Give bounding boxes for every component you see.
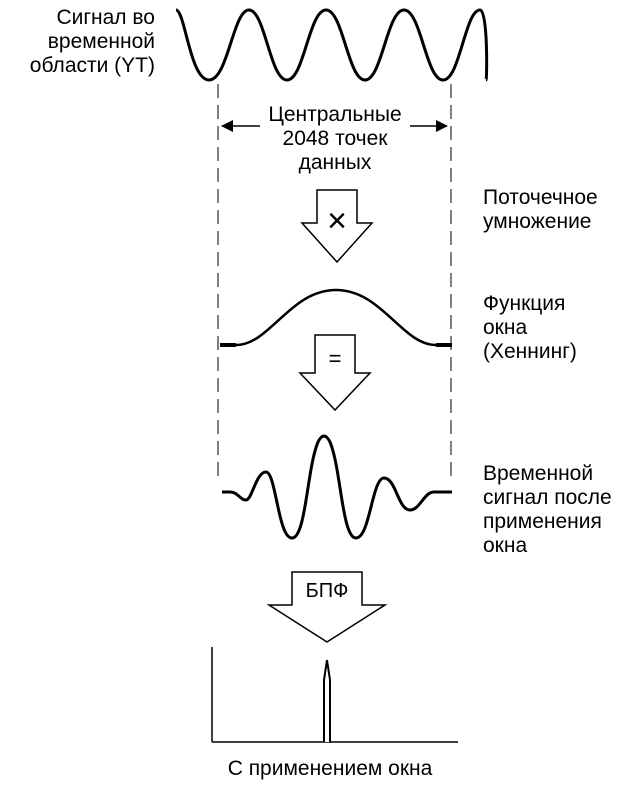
window-function-line-2: окна (483, 316, 528, 339)
input-signal-label: Сигнал во временной области (YT) (30, 6, 155, 78)
fft-label: БПФ (306, 580, 349, 602)
span-arrowhead-right (436, 120, 448, 132)
input-signal-line-1: Сигнал во (56, 6, 155, 29)
pointwise-line-2: умножение (483, 210, 592, 233)
windowed-signal-line-1: Временной (483, 462, 594, 485)
fft-arrow (266, 571, 388, 643)
center-points-line-1: Центральные (268, 103, 402, 126)
windowed-signal-waveform (222, 434, 452, 540)
equals-symbol: = (329, 346, 342, 371)
pointwise-line-1: Поточечное (483, 186, 598, 209)
window-function-line-3: (Хеннинг) (483, 340, 577, 363)
center-points-line-3: данных (298, 151, 372, 174)
spectrum-peak (323, 659, 331, 742)
span-arrowhead-left (221, 120, 233, 132)
input-signal-line-2: временной (47, 30, 155, 53)
multiply-symbol: × (327, 202, 347, 240)
input-signal-waveform (174, 8, 489, 82)
window-function-line-1: Функция (483, 292, 566, 315)
with-window-caption: С применением окна (227, 757, 433, 780)
window-function-label: Функция окна (Хеннинг) (483, 292, 577, 364)
windowed-signal-label: Временной сигнал после применения окна (483, 462, 612, 558)
center-points-label: Центральные 2048 точек данных (235, 103, 435, 175)
windowed-signal-line-4: окна (483, 534, 528, 557)
input-signal-line-3: области (YT) (29, 54, 155, 77)
windowed-signal-line-3: применения (483, 510, 602, 533)
pointwise-multiplication-label: Поточечное умножение (483, 186, 598, 234)
center-points-line-2: 2048 точек (282, 127, 388, 150)
equals-arrow (298, 334, 372, 412)
multiply-arrow (300, 189, 374, 264)
windowed-signal-line-2: сигнал после (483, 486, 612, 509)
window-function-curve (220, 288, 452, 347)
